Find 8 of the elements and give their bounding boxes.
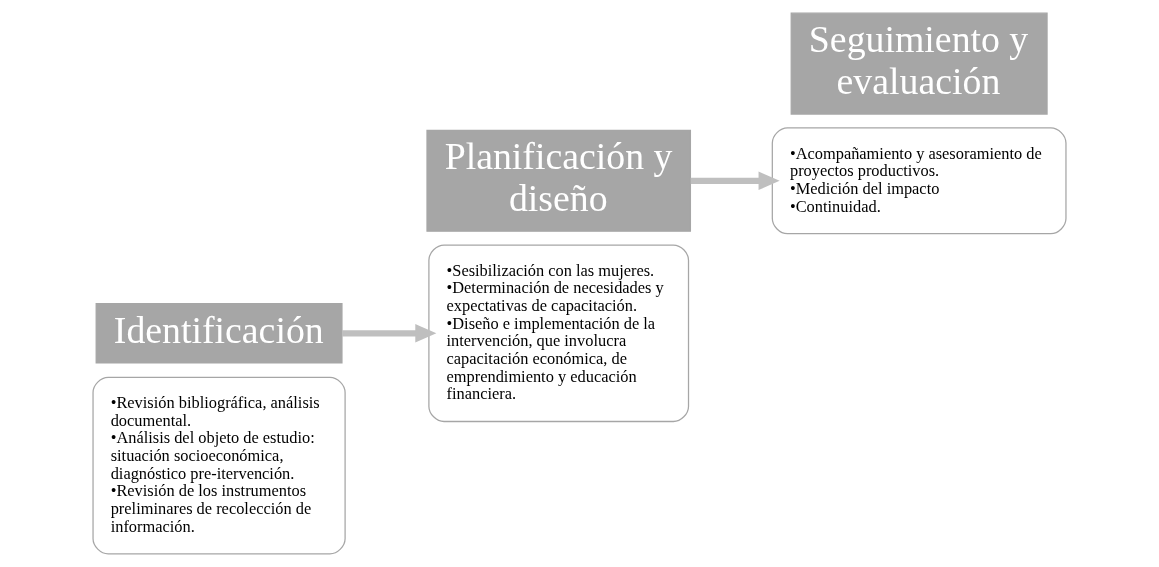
node-box: Seguimiento y evaluación: [790, 12, 1048, 115]
node-box: Identificación: [95, 303, 343, 364]
node-box: Planificación y diseño: [426, 129, 692, 232]
node-box: •Acompañamiento y asesoramiento de proyectos productivos. •Medición del impacto •Continuidad.: [771, 127, 1067, 235]
node-box: •Sesibilización con las mujeres. •Determinación de necesidades y expectativas de capacitación. •Diseño e implementación de la intervención, que involucra capacitación económica, de emprendimiento y educación financiera.: [428, 244, 690, 423]
arrow: [690, 171, 780, 190]
node-box: •Revisión bibliográfica, análisis documental. •Análisis del objeto de estudio: situación socioeconómica, diagnóstico pre-itervención. •Revisión de los instrumentos preliminares de recolección de información.: [92, 376, 346, 555]
arrow: [342, 324, 437, 343]
